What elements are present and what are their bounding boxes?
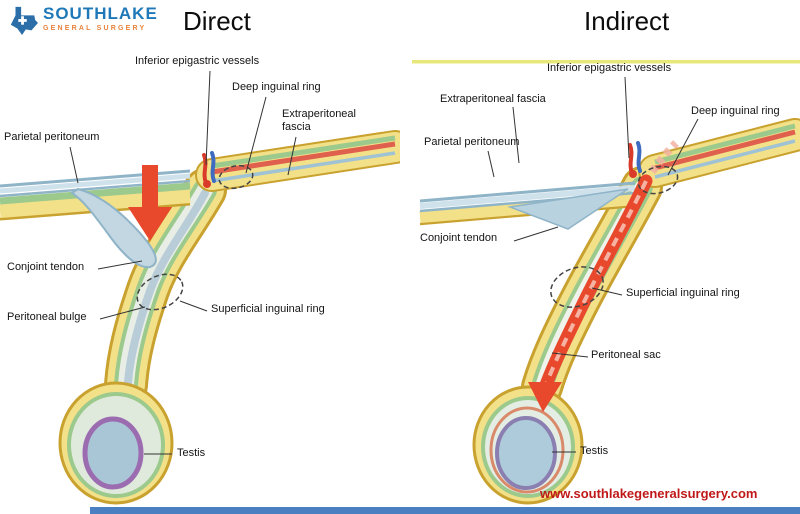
indirect-label-testis: Testis [580, 445, 609, 457]
direct-scrotum [58, 381, 174, 505]
indirect-label-superficial-inguinal-ring: Superficial inguinal ring [626, 287, 740, 299]
indirect-diagram-illustration [412, 60, 800, 505]
direct-label-extraperitoneal-fascia: Extraperitoneal fascia [282, 108, 356, 134]
indirect-label-deep-inguinal-ring: Deep inguinal ring [691, 105, 780, 117]
indirect-hernia-sac-arrow [528, 140, 679, 412]
indirect-abdominal-wall-right [638, 118, 800, 188]
website-link[interactable]: www.southlakegeneralsurgery.com [540, 486, 758, 501]
indirect-epigastric-vessels [628, 141, 642, 178]
direct-abdominal-wall-right [195, 130, 400, 192]
bottom-blue-bar [90, 507, 800, 514]
indirect-deep-ring-marker [637, 165, 679, 195]
direct-deep-ring-marker [218, 164, 254, 190]
indirect-testis-shape [495, 416, 557, 490]
direct-leader-lines [69, 70, 297, 455]
indirect-label-inferior-epigastric-vessels: Inferior epigastric vessels [547, 62, 672, 74]
indirect-superficial-ring-marker [550, 266, 604, 308]
direct-label-parietal-peritoneum: Parietal peritoneum [4, 131, 100, 143]
direct-label-testis: Testis [177, 447, 206, 459]
direct-inguinal-canal [104, 168, 227, 407]
direct-hernia-arrow [128, 165, 172, 241]
indirect-label-extraperitoneal-fascia: Extraperitoneal fascia [440, 93, 546, 105]
logo-name: SOUTHLAKE [43, 4, 158, 23]
texas-state-icon [10, 6, 38, 35]
direct-panel-title: Direct [183, 6, 251, 36]
indirect-leader-lines [487, 76, 699, 453]
direct-label-superficial-inguinal-ring: Superficial inguinal ring [211, 303, 325, 315]
direct-testis-shape [82, 416, 144, 490]
logo: SOUTHLAKE GENERAL SURGERY [8, 5, 158, 35]
indirect-peritoneum-fold [507, 188, 629, 230]
direct-label-conjoint-tendon: Conjoint tendon [7, 261, 85, 273]
direct-diagram-illustration [0, 70, 400, 505]
indirect-label-peritoneal-sac: Peritoneal sac [591, 349, 661, 361]
indirect-label-parietal-peritoneum: Parietal peritoneum [424, 136, 520, 148]
direct-label-deep-inguinal-ring: Deep inguinal ring [232, 81, 321, 93]
logo-subtitle: GENERAL SURGERY [43, 25, 147, 32]
indirect-abdominal-wall-left [419, 181, 636, 230]
direct-peritoneal-bulge-shape [70, 187, 157, 269]
direct-label-peritoneal-bulge: Peritoneal bulge [7, 311, 87, 323]
top-yellow-rule [412, 60, 800, 64]
direct-epigastric-vessels [202, 151, 216, 188]
direct-label-inferior-epigastric-vessels: Inferior epigastric vessels [135, 55, 260, 67]
indirect-label-conjoint-tendon: Conjoint tendon [420, 232, 498, 244]
indirect-panel-title: Indirect [584, 6, 670, 36]
indirect-scrotum [472, 385, 584, 505]
